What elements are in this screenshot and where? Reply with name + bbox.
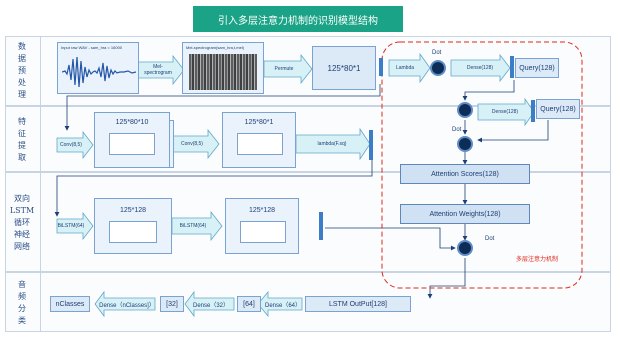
dot-label-4: Dot bbox=[485, 236, 495, 242]
diagram-title: 引入多层注意力机制的识别模型结构 bbox=[193, 6, 403, 32]
arrow-bilstm2 bbox=[171, 210, 223, 242]
dot-node-2 bbox=[457, 102, 473, 118]
attention-scores-box: Attention Scores(128) bbox=[400, 164, 530, 184]
nclasses-box: nClasses bbox=[50, 296, 90, 312]
attention-region-label: 多层注意力机制 bbox=[516, 256, 559, 263]
arrow-conv1 bbox=[56, 130, 94, 160]
feature-box-1-label: 125*80*10 bbox=[115, 119, 149, 126]
feature-box-2-label: 125*80*1 bbox=[244, 119, 274, 126]
feature-box-2: 125*80*1 bbox=[222, 112, 296, 168]
arrow-lambda-1 bbox=[388, 52, 431, 84]
arrow-dn bbox=[94, 290, 156, 318]
line-query2 bbox=[477, 120, 549, 143]
dot-label-1: Dot bbox=[432, 50, 442, 56]
permute-label: Permute bbox=[274, 66, 294, 72]
query2-box: Query(128) bbox=[536, 99, 580, 119]
dot-node-4 bbox=[457, 240, 473, 256]
shape-box-125-80-1: 125*80*1 bbox=[312, 46, 376, 90]
box-64: [64] bbox=[237, 296, 261, 312]
bilstm-box-2: 125*128 bbox=[225, 198, 299, 254]
line-query-back bbox=[462, 80, 515, 101]
arrow-conv2 bbox=[171, 128, 220, 160]
spectrogram-box: Mel-spectrogram(sam_hra,t,mel) bbox=[182, 42, 264, 94]
spectrogram-label: Mel-spectrogram(sam_hra,t,mel) bbox=[186, 45, 245, 50]
spectrogram-image bbox=[189, 54, 257, 90]
arrow-dense2 bbox=[477, 97, 535, 127]
conv1-label: Conv(8,5) bbox=[60, 142, 82, 148]
bilstm2-label: BiLSTM(64) bbox=[179, 223, 207, 229]
bilstm-box-1-inner bbox=[109, 221, 157, 243]
query1-bar bbox=[510, 56, 514, 78]
line-lambda-to-bilstm bbox=[54, 160, 373, 217]
dense-64-label: Dense（64） bbox=[264, 302, 302, 309]
arrow-d64 bbox=[257, 290, 303, 318]
attention-weights-box: Attention Weights(128) bbox=[400, 204, 530, 224]
conv2-label: Conv(8,5) bbox=[181, 141, 203, 147]
bilstm1-label: BiLSTM(64) bbox=[57, 223, 85, 229]
bilstm-box-1-label: 125*128 bbox=[119, 207, 147, 214]
waveform-label: Input raw WAV - sam_hra = 16000 bbox=[61, 45, 123, 50]
lstm-output-box: LSTM OutPut[128] bbox=[305, 296, 411, 312]
mel-arrow-label: Mel- spectrogram bbox=[144, 64, 172, 76]
arrow-dense1 bbox=[450, 53, 511, 83]
bilstm-box-2-label: 125*128 bbox=[248, 207, 276, 214]
query2-bar bbox=[531, 100, 535, 122]
feature-box-1: 125*80*10 bbox=[94, 112, 170, 168]
arrow-bilstm1 bbox=[56, 211, 94, 241]
attention-region bbox=[381, 41, 583, 289]
arrow-d32 bbox=[184, 290, 235, 318]
arrow-lambda-2 bbox=[295, 127, 371, 161]
waveform-image bbox=[62, 56, 136, 88]
feature-box-2-inner bbox=[237, 133, 283, 155]
box-32: [32] bbox=[160, 296, 184, 312]
dot-node-3 bbox=[457, 136, 473, 152]
row1-bar bbox=[379, 58, 383, 76]
query1-box: Query(128) bbox=[515, 58, 559, 78]
bilstm-box-2-inner bbox=[240, 221, 286, 243]
line-att-to-out bbox=[427, 258, 466, 299]
lane-label-bilstm: 双向 LSTM 循环 神经 网络 bbox=[9, 194, 35, 251]
lambda2-label: lambda(F.sq) bbox=[317, 141, 347, 147]
arrow-mel bbox=[137, 54, 185, 86]
dense2-label: Dense(128) bbox=[491, 109, 519, 115]
line-permute-to-conv bbox=[64, 84, 381, 131]
row2-bar bbox=[369, 130, 373, 160]
lane-label-classify: 音 频 分 类 bbox=[18, 280, 26, 325]
lane-divider bbox=[40, 36, 41, 332]
dense-nclasses-label: Dense（nClasses]） bbox=[99, 302, 155, 309]
dense1-label: Dense(128) bbox=[466, 65, 494, 71]
lane-label-preprocess: 数 据 预 处 理 bbox=[18, 42, 26, 99]
lane-label-feature: 特 征 提 取 bbox=[18, 117, 26, 162]
lambda-label: Lambda bbox=[395, 65, 415, 71]
row3-bar bbox=[319, 212, 323, 240]
feature-box-1-inner bbox=[109, 133, 155, 155]
dot-label-2: Dot bbox=[452, 127, 462, 133]
waveform-box: Input raw WAV - sam_hra = 16000 bbox=[57, 42, 139, 94]
dot-node-1 bbox=[430, 60, 446, 76]
arrow-permute bbox=[263, 53, 313, 85]
bilstm-box-1: 125*128 bbox=[94, 198, 172, 254]
dense-32-label: Dense（32） bbox=[192, 302, 230, 309]
line-bilstm-to-att bbox=[325, 227, 456, 251]
